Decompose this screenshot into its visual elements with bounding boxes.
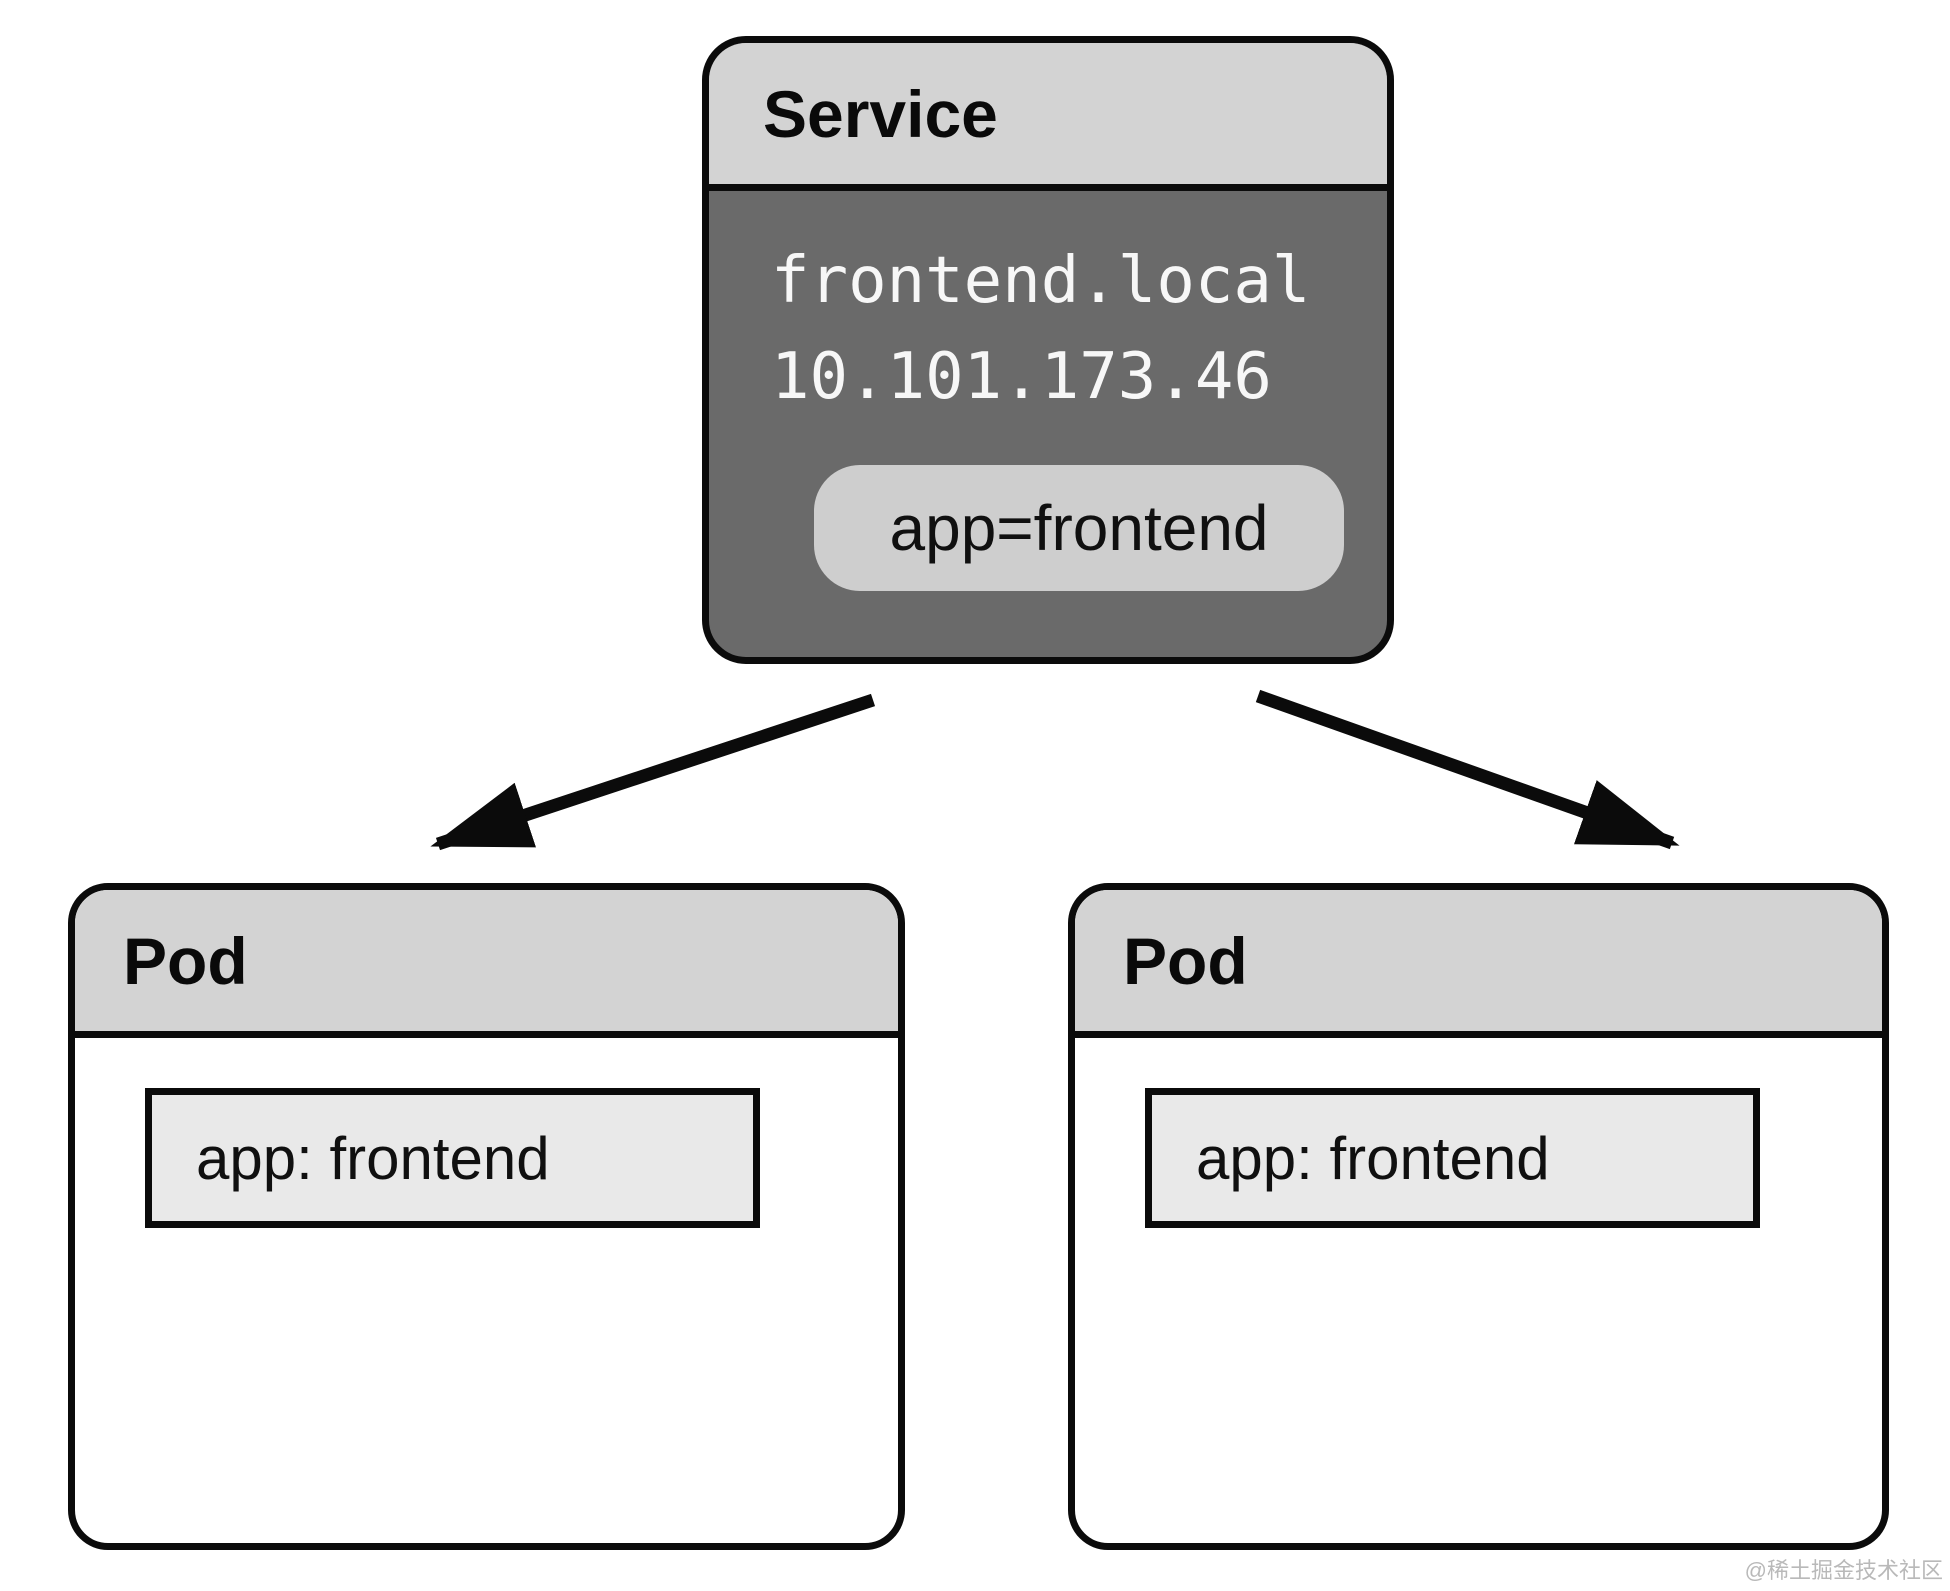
pod-node-left: Pod app: frontend	[68, 883, 905, 1550]
arrow-service-to-left-pod	[430, 693, 876, 851]
pod-right-label-box: app: frontend	[1145, 1088, 1760, 1228]
watermark: @稀土掘金技术社区	[1744, 1558, 1943, 1583]
pod-node-right: Pod app: frontend	[1068, 883, 1889, 1550]
pod-left-title: Pod	[123, 923, 248, 998]
service-title: Service	[763, 76, 998, 151]
service-header: Service	[709, 43, 1387, 191]
service-node: Service frontend.local 10.101.173.46 app…	[702, 36, 1394, 664]
pod-right-title: Pod	[1123, 923, 1248, 998]
pod-left-header: Pod	[75, 890, 898, 1038]
pod-right-header: Pod	[1075, 890, 1882, 1038]
pod-left-label-box: app: frontend	[145, 1088, 760, 1228]
service-dns-name: frontend.local	[771, 244, 1311, 318]
arrow-service-to-right-pod	[1255, 689, 1680, 850]
service-body: frontend.local 10.101.173.46 app=fronten…	[709, 191, 1387, 591]
service-cluster-ip: 10.101.173.46	[771, 340, 1272, 414]
service-selector-pill: app=frontend	[814, 465, 1344, 591]
